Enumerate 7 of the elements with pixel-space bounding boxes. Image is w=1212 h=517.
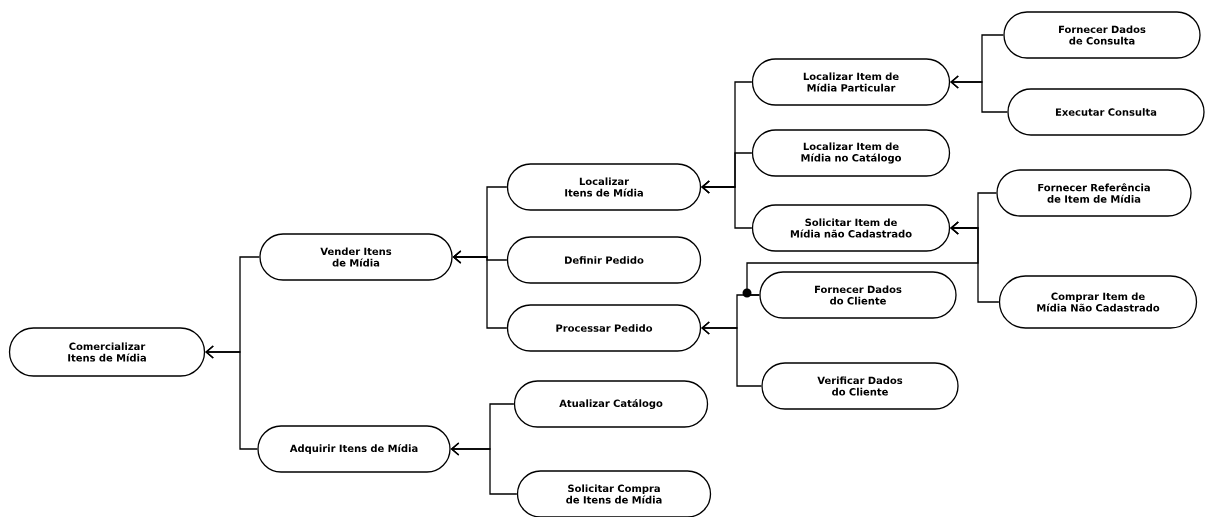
connector-arrow	[450, 442, 518, 495]
connector-arrow	[950, 75, 1008, 113]
connector-arrow	[452, 250, 508, 329]
connector-arrow	[746, 221, 979, 296]
connector-arrow	[701, 180, 753, 229]
connector-arrow	[205, 345, 258, 450]
connector-arrow	[701, 321, 762, 387]
